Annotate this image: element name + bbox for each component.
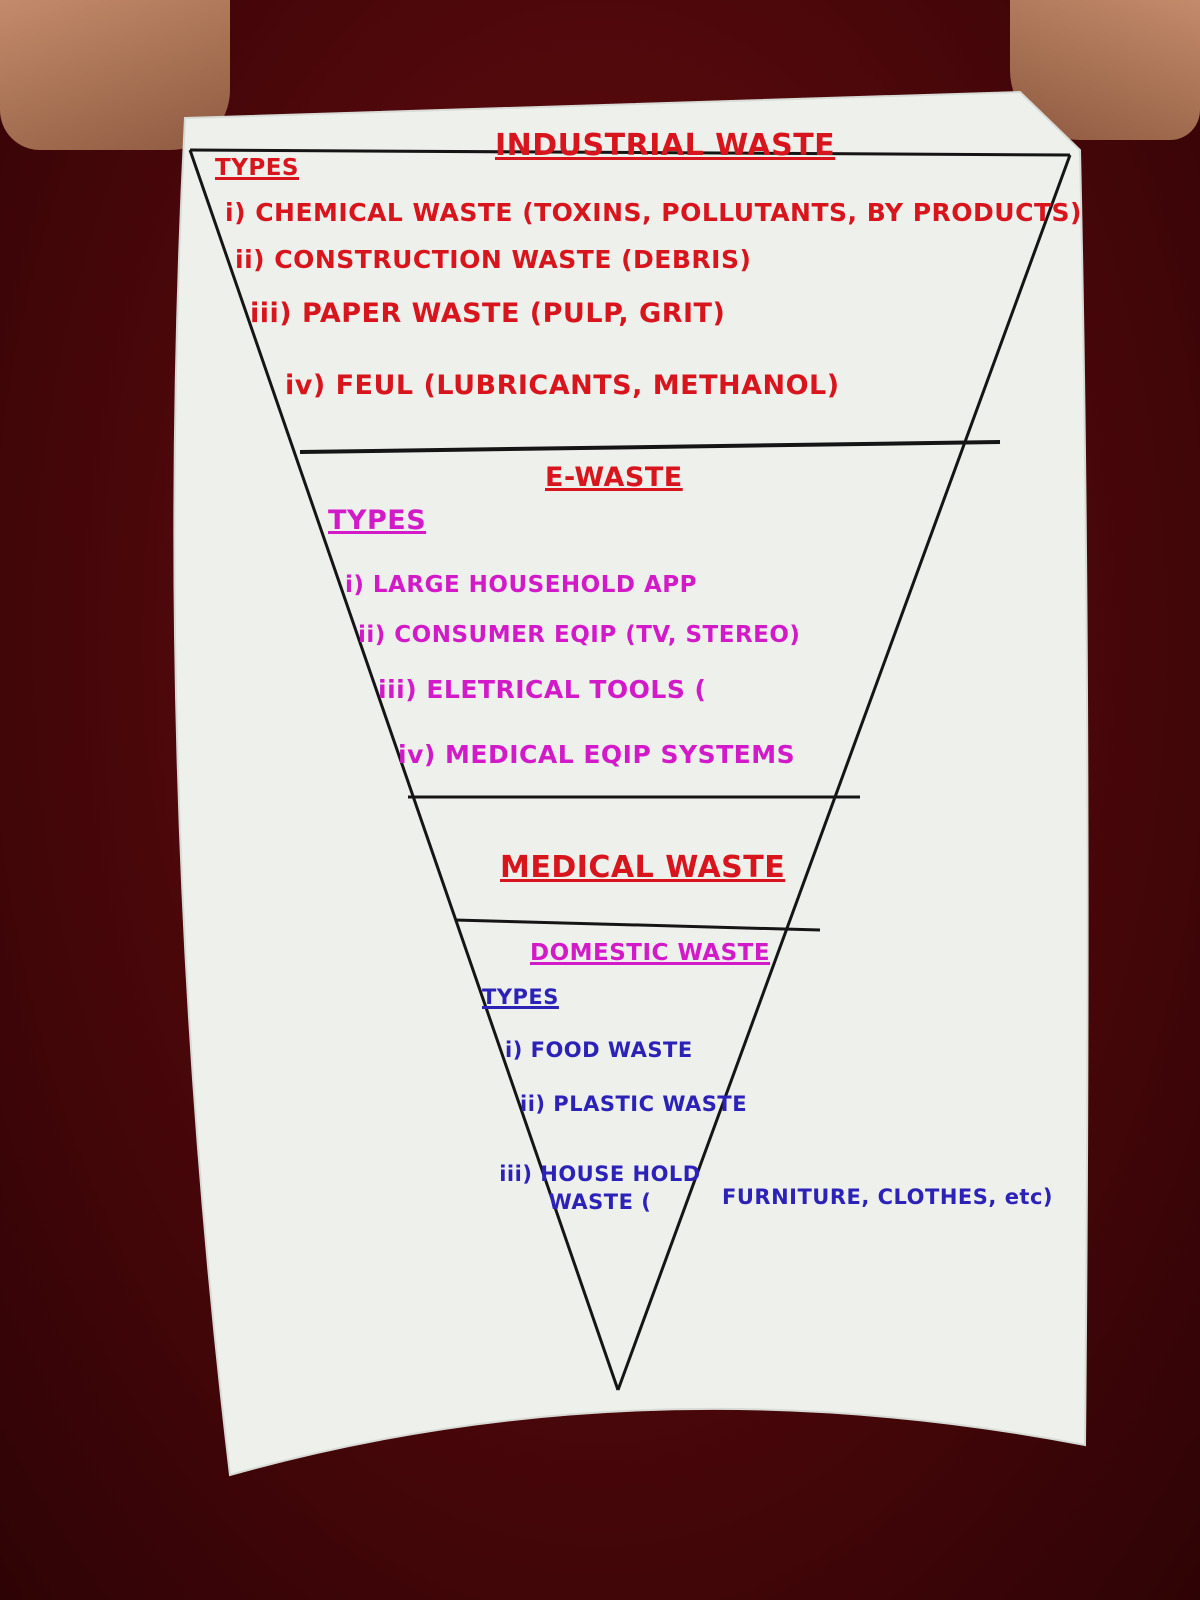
domestic-item-1: i) FOOD WASTE bbox=[505, 1038, 693, 1062]
funnel-top-edge bbox=[189, 148, 1071, 157]
domestic-item-3-continuation: FURNITURE, CLOTHES, etc) bbox=[722, 1185, 1054, 1209]
funnel-right-edge bbox=[616, 154, 1072, 1391]
medical-waste-title: MEDICAL WASTE bbox=[500, 850, 786, 885]
ewaste-types-label: TYPES bbox=[328, 505, 427, 536]
industrial-types-label: TYPES bbox=[215, 155, 299, 181]
domestic-waste-title: DOMESTIC WASTE bbox=[530, 940, 771, 966]
industrial-item-4: iv) FEUL (LUBRICANTS, METHANOL) bbox=[285, 370, 840, 401]
industrial-item-3: iii) PAPER WASTE (PULP, GRIT) bbox=[250, 298, 726, 329]
paper bbox=[173, 90, 1089, 1477]
ewaste-title: E-WASTE bbox=[545, 462, 683, 493]
ewaste-item-2: ii) CONSUMER EQIP (TV, STEREO) bbox=[358, 622, 801, 648]
divider-medical-domestic bbox=[454, 918, 821, 932]
industrial-waste-title: INDUSTRIAL WASTE bbox=[495, 128, 836, 163]
funnel-left-edge bbox=[188, 149, 620, 1391]
industrial-item-2: ii) CONSTRUCTION WASTE (DEBRIS) bbox=[235, 245, 752, 274]
divider-industrial-ewaste bbox=[299, 440, 1001, 454]
domestic-types-label: TYPES bbox=[482, 985, 559, 1009]
domestic-item-3: iii) HOUSE HOLD WASTE ( bbox=[499, 1162, 701, 1214]
domestic-item-2: ii) PLASTIC WASTE bbox=[520, 1092, 748, 1116]
ewaste-item-1: i) LARGE HOUSEHOLD APP bbox=[345, 572, 697, 598]
industrial-item-1: i) CHEMICAL WASTE (TOXINS, POLLUTANTS, B… bbox=[225, 198, 1082, 227]
ewaste-item-4: iv) MEDICAL EQIP SYSTEMS bbox=[398, 740, 796, 769]
ewaste-item-3: iii) ELETRICAL TOOLS ( bbox=[378, 675, 707, 704]
